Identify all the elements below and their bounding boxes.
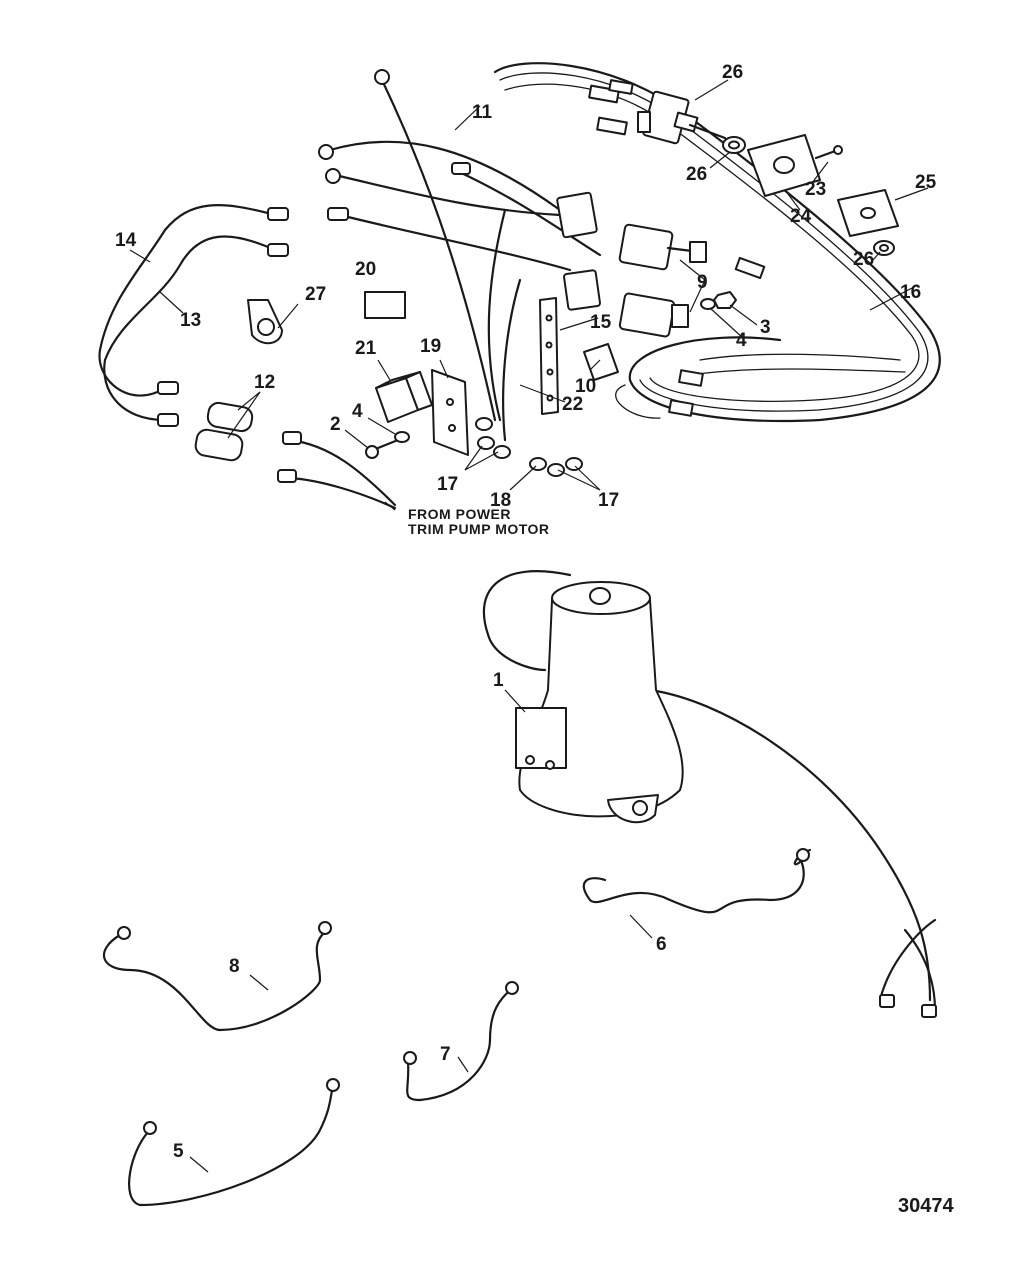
callout-2: 2 [330,414,341,435]
wiring-harness-16 [493,62,941,423]
callout-27: 27 [305,284,326,305]
callout-17-right: 17 [598,490,619,511]
toggle-switch-26 [637,90,727,145]
washer-4-left [394,431,410,443]
callout-10: 10 [575,376,596,397]
harness-connectors [588,79,766,417]
nuts-17-18 [475,417,583,477]
nut-26b [873,240,895,256]
callout-9: 9 [697,272,708,293]
callout-8: 8 [229,956,240,977]
callout-6: 6 [656,934,667,955]
callout-7: 7 [440,1044,451,1065]
figure-number: 30474 [898,1195,954,1217]
callout-26-top: 26 [722,62,743,83]
hydraulic-line-8 [102,921,332,1032]
callout-14: 14 [115,230,137,251]
callout-12: 12 [254,372,275,393]
nut-3 [713,291,737,309]
pump-motor-1 [482,570,937,1018]
gasket-25 [837,189,899,237]
harness-13-14 [98,204,289,427]
callout-23: 23 [805,179,826,200]
callout-18: 18 [490,490,511,511]
bracket-10 [583,343,619,381]
washer-4-right [700,298,716,310]
callout-11: 11 [472,102,493,123]
nut-26 [722,136,746,154]
screw-2 [365,438,400,459]
hydraulic-line-7 [403,981,519,1102]
callout-5: 5 [173,1141,184,1162]
harness-11 [318,69,602,442]
callout-3: 3 [760,317,771,338]
callout-24: 24 [790,206,812,227]
callout-25: 25 [915,172,937,193]
callout-21: 21 [355,338,377,359]
hydraulic-line-5 [128,1078,340,1207]
callout-16: 16 [900,282,921,303]
pump-motor-leads [277,431,397,510]
pump-motor-note: FROM POWER TRIM PUMP MOTOR [408,506,550,537]
screw-23 [814,145,843,160]
circuit-breaker-21 [375,371,433,423]
callout-labels: 26 11 26 23 24 25 26 16 9 3 4 15 10 22 1… [115,62,937,1162]
callout-15: 15 [590,312,612,333]
switch-plate-24 [747,134,821,197]
callout-4-right: 4 [736,330,747,351]
callout-17-left: 17 [437,474,458,495]
hydraulic-line-6 [582,848,812,914]
harness-plug-blocks [556,191,601,311]
terminal-strip-15 [539,297,559,415]
mount-bracket-19 [431,369,469,456]
decal-20 [364,291,406,319]
callout-22: 22 [562,394,583,415]
callout-1: 1 [493,670,504,691]
callout-4-left: 4 [352,401,363,422]
clip-27 [247,299,283,345]
note-line-2: TRIM PUMP MOTOR [408,521,550,537]
callout-13: 13 [180,310,201,331]
callout-26-mid: 26 [686,164,707,185]
relay-9-lower [618,292,689,338]
callout-20: 20 [355,259,376,280]
boots-12 [194,401,254,462]
leader-lines [129,79,929,1173]
relay-9-upper [618,223,707,271]
note-line-1: FROM POWER [408,506,511,522]
callout-26-right: 26 [853,249,874,270]
callout-19: 19 [420,336,441,357]
